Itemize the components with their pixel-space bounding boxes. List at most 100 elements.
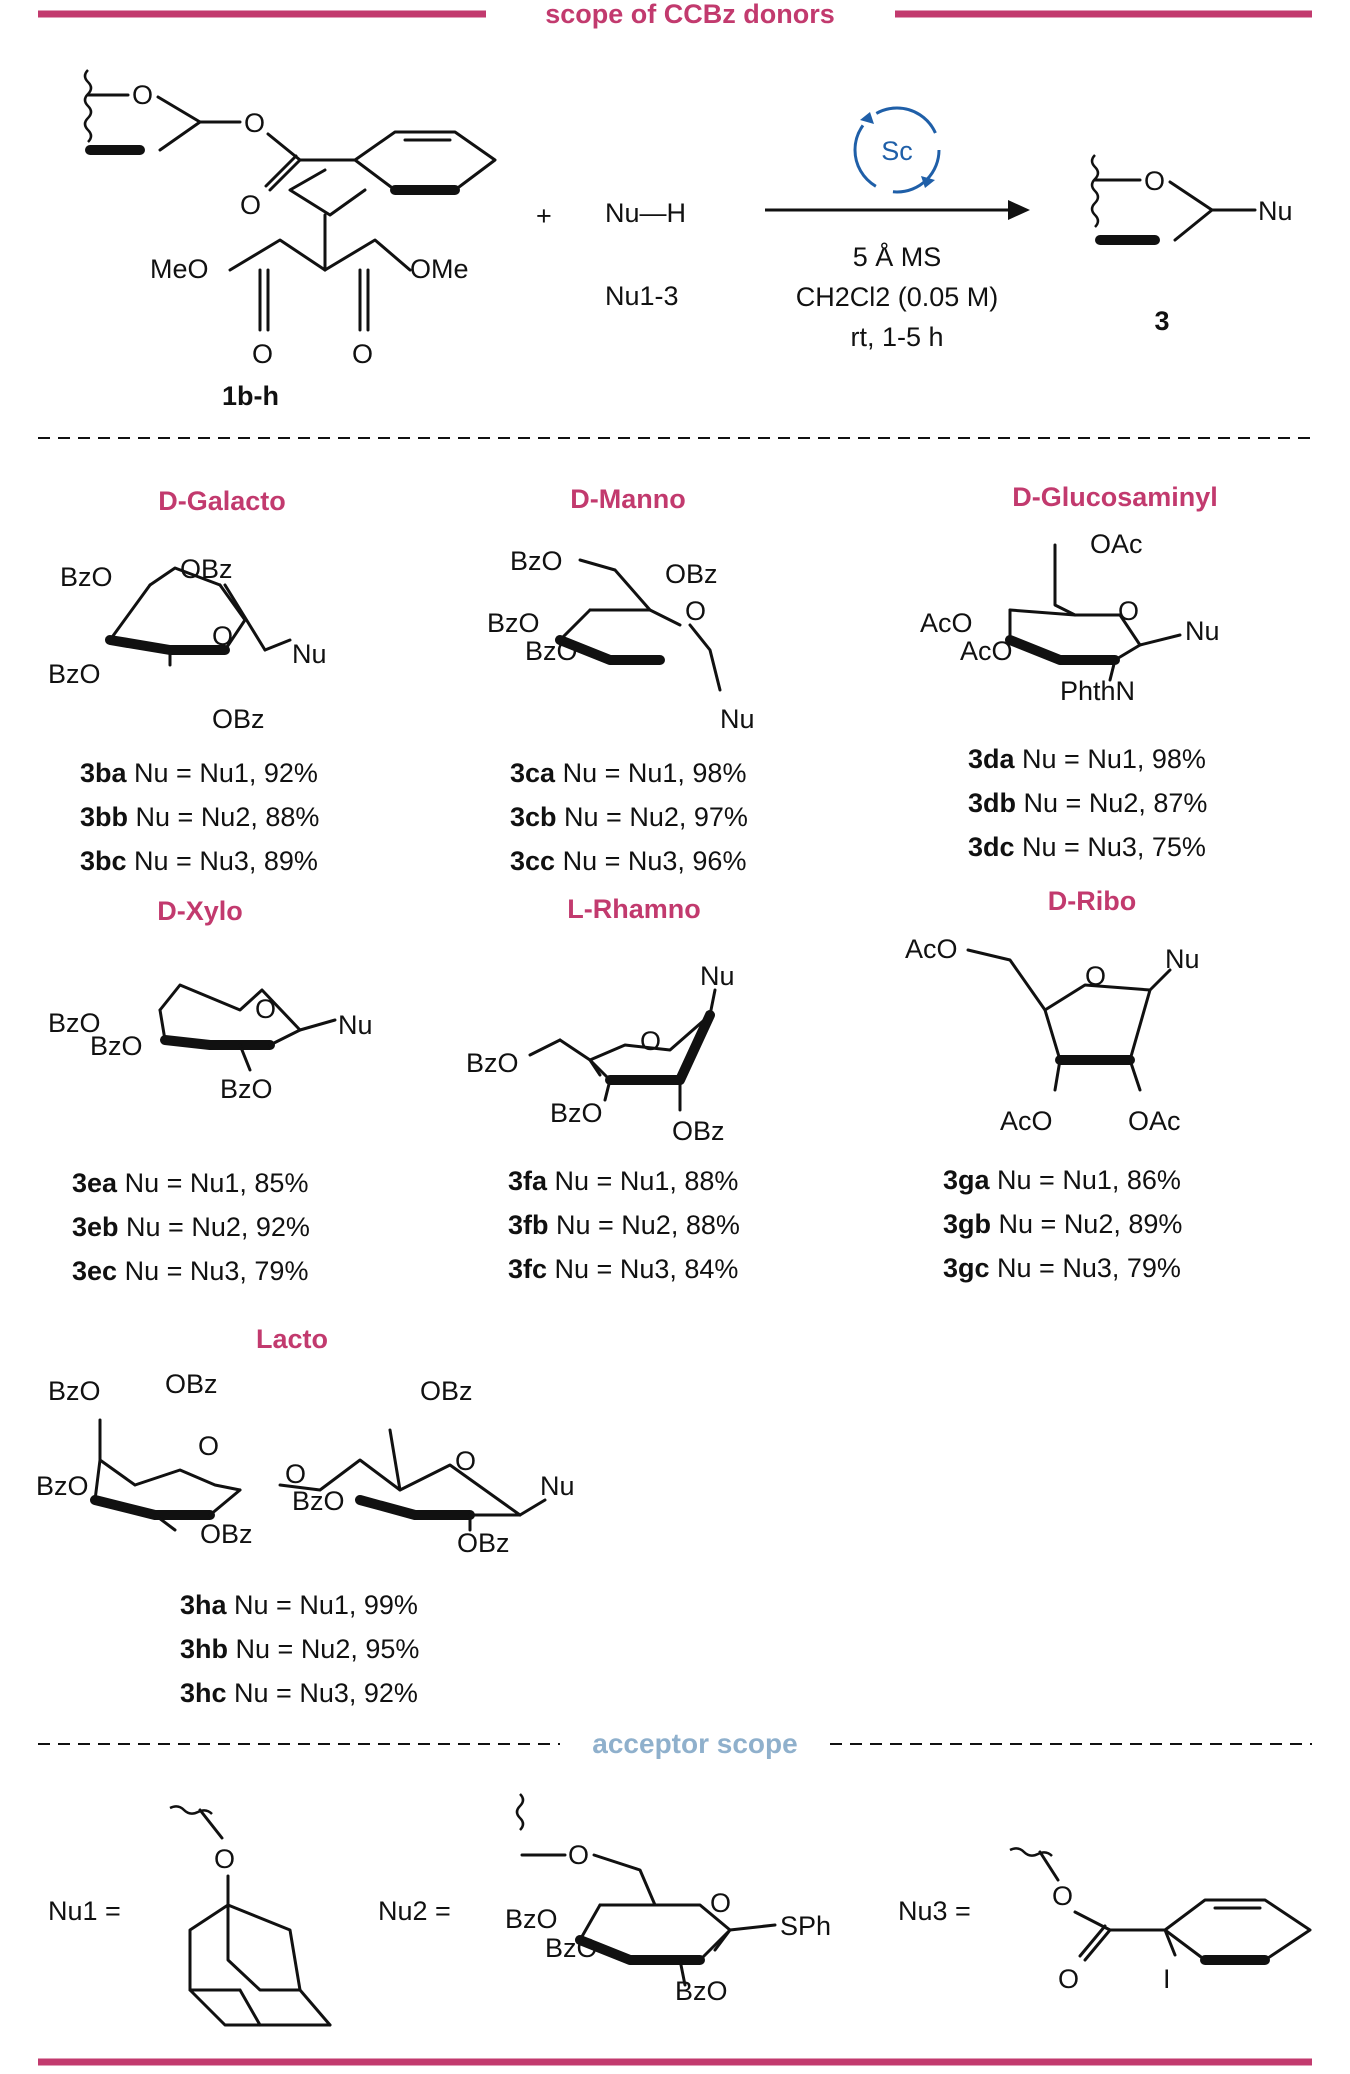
sub-bzo-6: BzO [510, 546, 563, 576]
product-ring-oxygen: O [1144, 166, 1165, 196]
anomeric-nu: Nu [338, 1010, 373, 1040]
sub-aco-3: AcO [960, 636, 1013, 666]
ribo-structure: AcO O Nu AcO OAc [905, 934, 1200, 1136]
glycosidic-o: O [285, 1459, 306, 1489]
sub-bzo-3: BzO [525, 636, 578, 666]
anomeric-nu: Nu [292, 639, 327, 669]
xylo-structure: BzO O Nu BzO BzO [48, 983, 373, 1104]
sub-aco-4: AcO [920, 608, 973, 638]
ring-o: O [1085, 961, 1106, 991]
svg-text:3bc Nu = Nu3, 89%: 3bc Nu = Nu3, 89% [80, 846, 318, 876]
sub-obz-2b: OBz [457, 1528, 510, 1558]
svg-text:3db Nu = Nu2, 87%: 3db Nu = Nu2, 87% [968, 788, 1207, 818]
ring-oxygen: O [132, 80, 153, 110]
sub-obz-6: OBz [180, 554, 233, 584]
svg-text:3da Nu = Nu1, 98%: 3da Nu = Nu1, 98% [968, 744, 1206, 774]
anomeric-nu: Nu [720, 704, 755, 734]
condition-time: rt, 1-5 h [850, 322, 943, 352]
sub-phthn: PhthN [1060, 676, 1135, 706]
nu2-thioglycoside-structure: O O SPh BzO BzO BzO [505, 1793, 831, 2006]
donor-name-galacto: D-Galacto [158, 486, 286, 516]
glucosaminyl-structure: OAc O AcO Nu AcO PhthN [920, 529, 1220, 706]
acceptor-title: acceptor scope [592, 1728, 797, 1759]
entries-galacto: 3ba Nu = Nu1, 92% 3bb Nu = Nu2, 88% 3bc … [80, 758, 319, 876]
header-title: scope of CCBz donors [545, 0, 835, 29]
nu2-bzo-2: BzO [675, 1976, 728, 2006]
ring-o: O [212, 621, 233, 651]
wavy-bond [83, 69, 93, 143]
adamantyl-o: O [214, 1844, 235, 1874]
carbonyl-oxygen: O [240, 190, 261, 220]
svg-text:3fb Nu = Nu2, 88%: 3fb Nu = Nu2, 88% [508, 1210, 740, 1240]
svg-text:3ba Nu = Nu1, 92%: 3ba Nu = Nu1, 92% [80, 758, 318, 788]
ring-o-a: O [198, 1431, 219, 1461]
sub-bzo-2: BzO [220, 1074, 273, 1104]
nu3-carbonyl-o: O [1058, 1964, 1079, 1994]
anomeric-nu: Nu [540, 1471, 575, 1501]
donor-name-ribo: D-Ribo [1048, 886, 1136, 916]
nu3-iodo: I [1163, 1964, 1171, 1994]
sub-obz-6b: OBz [420, 1376, 473, 1406]
svg-text:3cc Nu = Nu3, 96%: 3cc Nu = Nu3, 96% [510, 846, 746, 876]
ring-o: O [685, 596, 706, 626]
nu-range-label: Nu1-3 [605, 281, 679, 311]
anomeric-nu: Nu [1165, 944, 1200, 974]
ester-o-1: O [252, 339, 273, 369]
svg-text:3ha Nu = Nu1, 99%: 3ha Nu = Nu1, 99% [180, 1590, 418, 1620]
entries-ribo: 3ga Nu = Nu1, 86% 3gb Nu = Nu2, 89% 3gc … [943, 1165, 1182, 1283]
product-nu: Nu [1258, 196, 1293, 226]
ring-o-b: O [455, 1446, 476, 1476]
nu1-label: Nu1 = [48, 1896, 121, 1926]
sub-bzo-3a: BzO [36, 1471, 89, 1501]
ome-label: OMe [410, 254, 469, 284]
entries-manno: 3ca Nu = Nu1, 98% 3cb Nu = Nu2, 97% 3cc … [510, 758, 748, 876]
sub-oac-2: OAc [1128, 1106, 1181, 1136]
arrow-head-icon [1008, 200, 1030, 220]
nu1-adamantyl-structure: O [169, 1805, 332, 2027]
svg-text:3hc Nu = Nu3, 92%: 3hc Nu = Nu3, 92% [180, 1678, 418, 1708]
catalyst-label: Sc [881, 136, 913, 166]
nu2-bzo-4: BzO [505, 1904, 558, 1934]
nu3-label: Nu3 = [898, 1896, 971, 1926]
ring-o: O [255, 994, 276, 1024]
lacto-structure: BzO OBz O O OBz O Nu BzO BzO OBz OBz [36, 1369, 575, 1558]
svg-text:3ea Nu = Nu1, 85%: 3ea Nu = Nu1, 85% [72, 1168, 308, 1198]
catalyst-cycle-icon [853, 106, 941, 194]
sub-aco-5: AcO [905, 934, 958, 964]
entries-glucosaminyl: 3da Nu = Nu1, 98% 3db Nu = Nu2, 87% 3dc … [968, 744, 1207, 862]
sub-bzo-4: BzO [48, 1008, 101, 1038]
nu3-ester-o: O [1052, 1881, 1073, 1911]
nu-h-label: Nu—H [605, 198, 686, 228]
plus-sign: + [536, 201, 552, 231]
sub-bzo-3b: BzO [292, 1486, 345, 1516]
sub-bzo-4: BzO [466, 1048, 519, 1078]
ester-o-2: O [352, 339, 373, 369]
svg-text:3ga Nu = Nu1, 86%: 3ga Nu = Nu1, 86% [943, 1165, 1181, 1195]
donor-structure: O O O MeO OMe O O 1b-h [83, 69, 497, 411]
condition-solvent: CH2Cl2 (0.05 M) [796, 282, 999, 312]
sub-bzo-3: BzO [90, 1031, 143, 1061]
donor-name-glucosaminyl: D-Glucosaminyl [1012, 482, 1218, 512]
svg-text:3cb Nu = Nu2, 97%: 3cb Nu = Nu2, 97% [510, 802, 748, 832]
nu2-o6: O [568, 1840, 589, 1870]
ester-oxygen: O [244, 108, 265, 138]
sub-obz-2: OBz [212, 704, 265, 734]
nu2-label: Nu2 = [378, 1896, 451, 1926]
sub-bzo-4: BzO [60, 562, 113, 592]
donor-name-manno: D-Manno [570, 484, 685, 514]
product-label: 3 [1154, 306, 1169, 336]
svg-text:3gb Nu = Nu2, 89%: 3gb Nu = Nu2, 89% [943, 1209, 1182, 1239]
donor-name-xylo: D-Xylo [157, 896, 243, 926]
rhamno-structure: Nu O BzO BzO OBz [466, 961, 735, 1146]
galacto-structure: BzO OBz O Nu BzO OBz [48, 554, 327, 734]
svg-text:3gc Nu = Nu3, 79%: 3gc Nu = Nu3, 79% [943, 1253, 1181, 1283]
product-structure: O Nu [1090, 154, 1293, 245]
donor-label: 1b-h [222, 381, 279, 411]
nu2-ring-o: O [710, 1888, 731, 1918]
sub-bzo-3: BzO [550, 1098, 603, 1128]
ring-o: O [640, 1026, 661, 1056]
nu2-bzo-3: BzO [545, 1933, 598, 1963]
entries-xylo: 3ea Nu = Nu1, 85% 3eb Nu = Nu2, 92% 3ec … [72, 1168, 310, 1286]
sub-obz-2a: OBz [200, 1519, 253, 1549]
